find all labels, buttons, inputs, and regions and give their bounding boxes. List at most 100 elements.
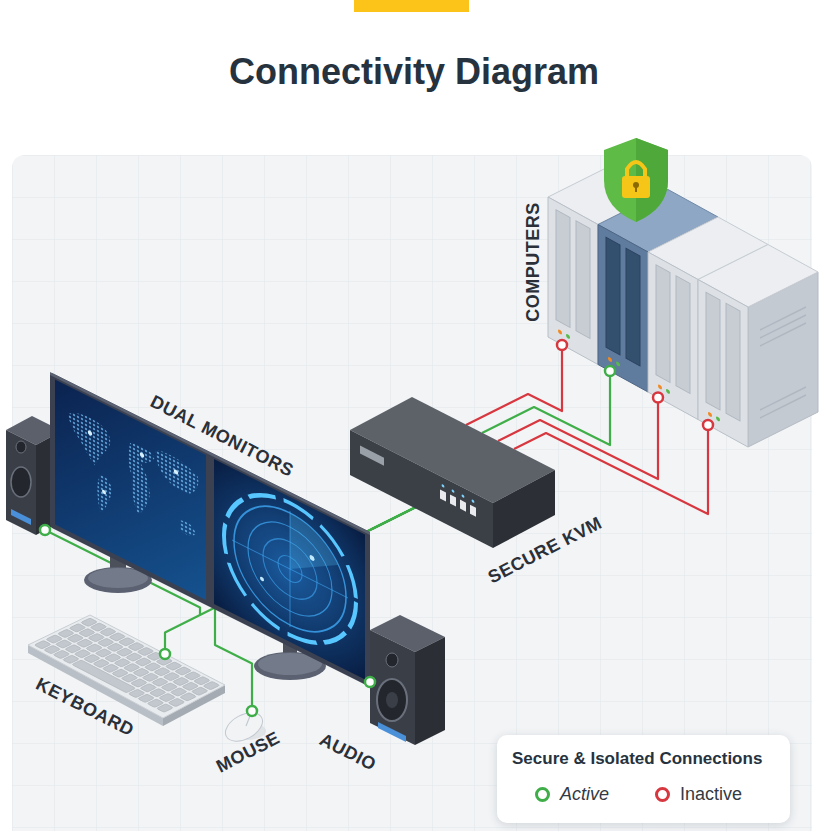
computer-towers bbox=[760, 323, 806, 346]
computers-group: COMPUTERS bbox=[515, 140, 820, 450]
computer-towers bbox=[648, 252, 698, 420]
right-speaker bbox=[370, 630, 415, 745]
legend-text: Inactive bbox=[680, 784, 742, 805]
kvm-switch-box bbox=[440, 489, 446, 501]
right-speaker bbox=[377, 679, 407, 721]
legend-item: Inactive bbox=[655, 784, 742, 805]
dual-monitor-screens bbox=[290, 513, 338, 593]
kvm-switch-box bbox=[360, 446, 384, 466]
dual-monitor-screens bbox=[140, 452, 144, 459]
left-speaker bbox=[11, 467, 31, 497]
port-dot bbox=[557, 340, 567, 350]
computer-towers bbox=[726, 303, 740, 421]
kvm-switch-box bbox=[442, 484, 445, 488]
dual-monitor-screens bbox=[180, 519, 196, 539]
computer-towers bbox=[556, 210, 740, 433]
key-cap bbox=[191, 687, 208, 695]
left-speaker bbox=[11, 509, 31, 525]
computer-towers bbox=[698, 280, 748, 448]
kvm-switch-box bbox=[452, 489, 455, 493]
dual-monitor-screens bbox=[174, 469, 178, 476]
kvm-switch-box bbox=[470, 505, 476, 517]
keyboard-group: KEYBOARD bbox=[20, 610, 230, 743]
security-shield bbox=[604, 138, 668, 222]
dual-monitor-screens bbox=[97, 473, 112, 518]
key-cap bbox=[72, 660, 136, 693]
security-shield bbox=[622, 176, 650, 198]
computer-towers bbox=[566, 333, 570, 339]
computer-towers bbox=[598, 225, 648, 393]
dual-monitor-screens bbox=[102, 489, 106, 495]
key-cap bbox=[203, 681, 220, 689]
computer-towers bbox=[558, 329, 562, 335]
dual-monitor-screens bbox=[224, 470, 356, 668]
right-speaker bbox=[386, 653, 398, 667]
kvm-switch-box bbox=[360, 442, 476, 517]
computer-towers bbox=[658, 384, 662, 390]
security-shield bbox=[627, 162, 645, 178]
accent-bar bbox=[354, 0, 469, 12]
dual-monitor-screens bbox=[50, 372, 370, 687]
dual-monitor-screens bbox=[260, 576, 264, 582]
computer-towers bbox=[556, 210, 570, 328]
title: Connectivity Diagram bbox=[0, 52, 828, 92]
computer-towers bbox=[548, 197, 598, 365]
key-cap bbox=[156, 704, 173, 712]
dual-monitor-screens bbox=[310, 554, 315, 562]
computer-towers bbox=[676, 276, 690, 394]
legend-item: Active bbox=[535, 784, 609, 805]
computer-towers bbox=[760, 395, 806, 418]
computer-towers bbox=[548, 162, 818, 447]
mouse bbox=[246, 716, 250, 726]
computer-towers bbox=[666, 388, 670, 394]
computer-towers bbox=[656, 265, 670, 383]
computer-towers bbox=[626, 248, 640, 366]
port-dot bbox=[653, 393, 663, 403]
keyboard bbox=[28, 615, 225, 726]
dual-monitor-screens bbox=[155, 448, 198, 500]
device-label: MOUSE bbox=[213, 728, 282, 775]
computer-towers bbox=[616, 361, 620, 367]
computer-towers bbox=[716, 416, 720, 422]
security-shield bbox=[604, 138, 668, 222]
audio-group: AUDIO bbox=[322, 612, 450, 778]
dual-monitor-screens bbox=[214, 459, 365, 680]
legend-title: Secure & Isolated Connections bbox=[512, 749, 762, 769]
right-speaker bbox=[378, 722, 406, 742]
port-dot bbox=[365, 677, 375, 687]
panel-grid bbox=[12, 155, 812, 831]
device-label: COMPUTERS bbox=[524, 202, 542, 322]
kvm-switch-box bbox=[472, 499, 475, 503]
kvm-switch: SECURE KVM bbox=[345, 390, 609, 590]
kvm-switch-box bbox=[462, 494, 465, 498]
key-cap bbox=[180, 693, 197, 701]
right-speaker bbox=[415, 637, 445, 745]
device-label: DUAL MONITORS bbox=[148, 392, 297, 480]
port-dot bbox=[605, 366, 615, 376]
computer-towers bbox=[606, 237, 620, 355]
kvm-switch-box bbox=[493, 470, 555, 548]
port-dot bbox=[160, 649, 170, 659]
computer-towers bbox=[576, 221, 590, 339]
right-speaker bbox=[386, 692, 398, 708]
kvm-switch-box bbox=[350, 397, 555, 548]
device-label: KEYBOARD bbox=[33, 675, 137, 740]
security-shield bbox=[635, 186, 637, 192]
panel bbox=[12, 155, 812, 831]
kvm-switch-box bbox=[350, 430, 493, 548]
port-dot bbox=[247, 706, 257, 716]
legend-swatch bbox=[655, 787, 670, 802]
dual-monitor-screens bbox=[50, 372, 370, 687]
legend-box: Secure & Isolated Connections Active Inac… bbox=[497, 735, 790, 823]
legend-text: Active bbox=[560, 784, 609, 805]
kvm-switch-box bbox=[460, 500, 466, 512]
device-label: SECURE KVM bbox=[485, 514, 605, 587]
left-speaker bbox=[6, 430, 36, 535]
device-label: AUDIO bbox=[317, 730, 379, 774]
dual-monitor-screens bbox=[128, 440, 155, 523]
dual-monitor-screens bbox=[68, 407, 110, 473]
